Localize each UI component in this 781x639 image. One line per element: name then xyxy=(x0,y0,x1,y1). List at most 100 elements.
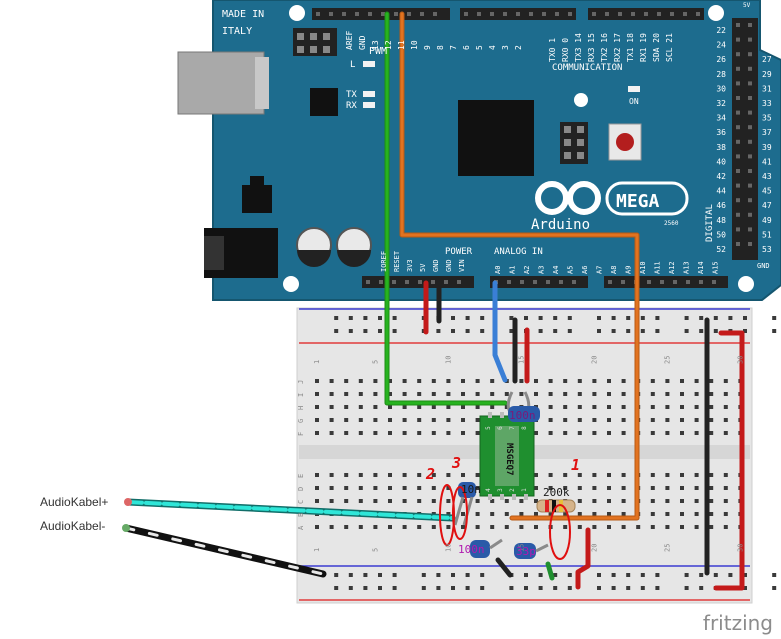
pin-label-analog: A8 xyxy=(610,266,618,274)
pin-label-digital: 23 xyxy=(762,26,772,35)
arduino-mega-board xyxy=(177,0,781,301)
bb-column-number: 5 xyxy=(371,360,379,364)
pin-label-analog: A12 xyxy=(668,261,676,274)
analog-header-1 xyxy=(490,276,588,288)
pin-label-digital: 38 xyxy=(716,143,726,152)
voltage-regulator xyxy=(242,185,272,213)
pin-label-top: 4 xyxy=(488,45,497,50)
pin-label-analog: A9 xyxy=(625,266,633,274)
pin-label-analog: A5 xyxy=(567,266,575,274)
pin-label-comm: TX0 1 xyxy=(548,38,557,62)
bb-column-number: 5 xyxy=(371,548,379,552)
pin-label-digital: 48 xyxy=(716,216,726,225)
bb-column-number: 1 xyxy=(313,360,321,364)
pin-label-digital: 45 xyxy=(762,187,772,196)
audio-plus-label: AudioKabel+ xyxy=(40,495,109,509)
pin-label-analog: A14 xyxy=(697,261,705,274)
pin-label-comm: TX2 16 xyxy=(600,33,609,62)
mount-hole xyxy=(283,276,299,292)
on-led-label: ON xyxy=(629,97,639,106)
wire-red-rail xyxy=(713,330,745,591)
mount-hole xyxy=(708,5,724,21)
pin-label-analog: A0 xyxy=(494,266,502,274)
mega-sub-label: 2560 xyxy=(664,220,679,227)
pin-label-digital: 47 xyxy=(762,201,772,210)
fritzing-brand: fritzing xyxy=(702,611,773,635)
mount-hole xyxy=(289,5,305,21)
pin-label-digital: 51 xyxy=(762,230,772,239)
cap-top-label: 100n xyxy=(509,409,536,422)
wire-black-low xyxy=(495,557,513,578)
pin-label-power: RESET xyxy=(393,250,401,272)
pin-label-power: GND xyxy=(445,259,453,272)
arduino-brand-label: Arduino xyxy=(531,217,590,233)
chip-pin-number: 7 xyxy=(509,426,516,430)
pin-label-analog: A6 xyxy=(581,266,589,274)
pin-label-analog: A4 xyxy=(552,266,560,274)
rx-led-label: RX xyxy=(346,101,357,111)
pin-label-comm: RX2 17 xyxy=(613,33,622,62)
pin-label-digital: 43 xyxy=(762,172,772,181)
cap-bottom-left-label: 100n xyxy=(458,543,485,556)
bb-column-number: 10 xyxy=(444,544,452,552)
pin-label-digital: 42 xyxy=(716,172,726,181)
pin-label-power: 5V xyxy=(419,263,427,272)
pin-label-digital: 46 xyxy=(716,201,726,210)
capacitor-bottom-right xyxy=(514,543,536,559)
bb-row-letter: G xyxy=(297,419,305,423)
pin-label-digital: 37 xyxy=(762,128,772,137)
board-hole xyxy=(574,93,588,107)
wire-green-low xyxy=(545,561,555,581)
bb-row-letter: J xyxy=(297,380,305,384)
mega-badge xyxy=(605,181,689,216)
digital-label: DIGITAL xyxy=(705,204,715,242)
pin-label-analog: A15 xyxy=(712,261,720,274)
arduino-logo xyxy=(535,181,601,215)
audio-minus-label: AudioKabel- xyxy=(40,519,106,533)
bb-column-number: 25 xyxy=(663,544,671,552)
bb-row-letter: F xyxy=(297,432,305,436)
pwm-label: PWM xyxy=(369,46,387,57)
marker-ellipse-3 xyxy=(452,486,468,540)
marker-number-3: 3 xyxy=(451,454,461,472)
usb-chip xyxy=(310,88,338,116)
main-mcu xyxy=(458,100,534,176)
pin-label-top: 5 xyxy=(475,45,484,50)
wire-red-low xyxy=(575,527,591,590)
usb-port xyxy=(177,51,265,115)
chip-pin-number: 3 xyxy=(497,488,504,492)
pin-label-comm: RX0 0 xyxy=(561,38,570,62)
italy-label: ITALY xyxy=(222,26,252,37)
chip-pin-number: 1 xyxy=(521,488,528,492)
bb-row-letter: C xyxy=(297,500,305,504)
pin-label-power: 3V3 xyxy=(406,259,414,272)
pin-label-top: 3 xyxy=(501,45,510,50)
pin-label-comm: TX3 14 xyxy=(574,33,583,62)
l-led-label: L xyxy=(350,60,355,70)
pin-label-top: 7 xyxy=(449,45,458,50)
bb-row-letter: H xyxy=(297,406,305,410)
pin-label-analog: A1 xyxy=(509,266,517,274)
cap-left-label: 10n xyxy=(461,483,481,496)
pin-label-comm: RX3 15 xyxy=(587,33,596,62)
usb-port-inner xyxy=(255,57,269,109)
analog-in-label: ANALOG IN xyxy=(494,247,543,257)
pin-label-power: GND xyxy=(432,259,440,272)
pin-label-top: 6 xyxy=(462,45,471,50)
pin-label-digital: 39 xyxy=(762,143,772,152)
bb-row-letter: I xyxy=(297,393,305,397)
pin-label-top: AREF xyxy=(345,31,354,50)
components xyxy=(453,391,576,559)
bb-column-number: 15 xyxy=(517,356,525,364)
bb-column-number: 20 xyxy=(590,544,598,552)
pin-label-comm: TX1 18 xyxy=(626,33,635,62)
pin-label-top: 8 xyxy=(436,45,445,50)
gnd-side-label: GND xyxy=(757,262,770,270)
pin-label-digital: 27 xyxy=(762,55,772,64)
pin-label-digital: 28 xyxy=(716,70,726,79)
chip-name-label: MSGEQ7 xyxy=(504,443,514,476)
made-in-label: MADE IN xyxy=(222,9,264,20)
pin-label-digital: 22 xyxy=(716,26,726,35)
bb-column-number: 15 xyxy=(517,544,525,552)
